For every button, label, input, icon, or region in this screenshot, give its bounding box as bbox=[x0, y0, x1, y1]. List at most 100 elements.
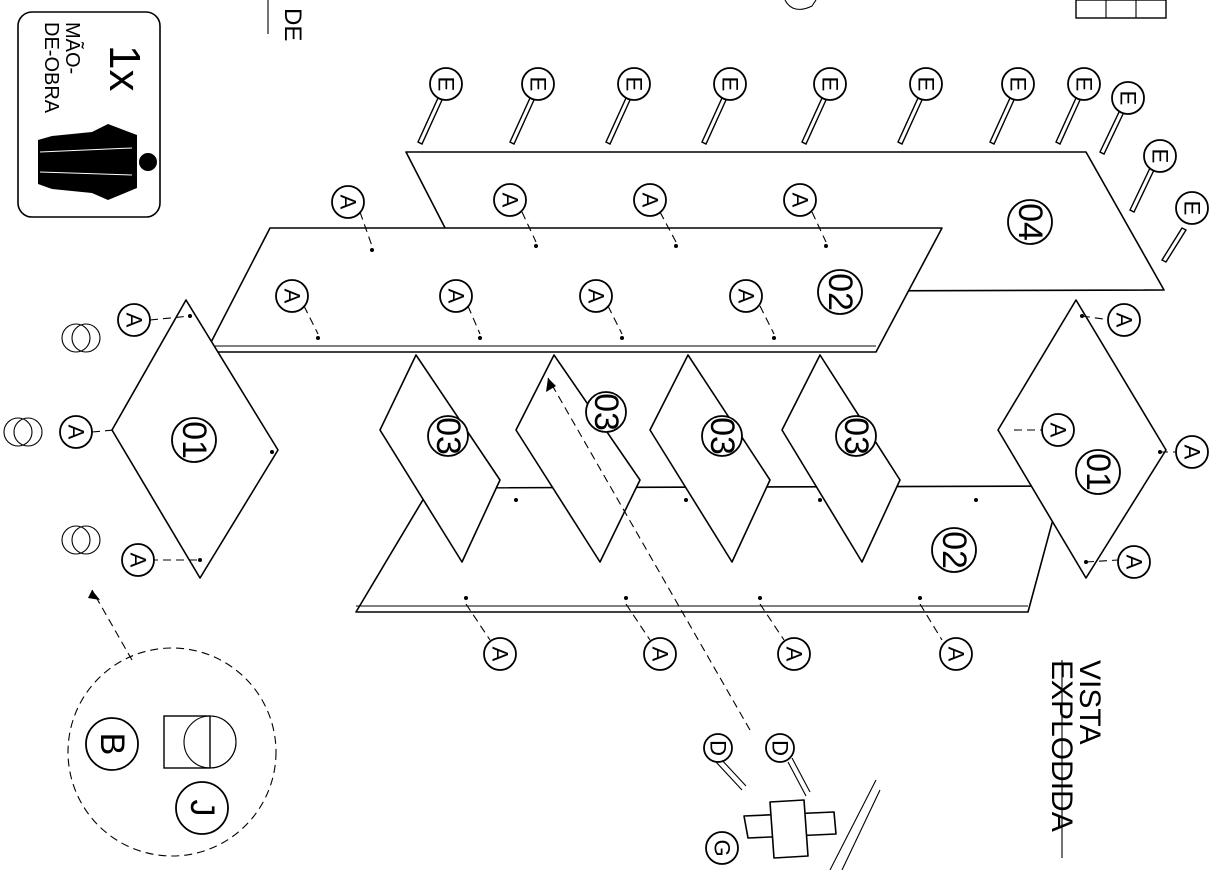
callout-e: E bbox=[713, 67, 747, 101]
part-label-01-text: 01 bbox=[175, 421, 213, 459]
callout-d: D bbox=[703, 733, 733, 763]
callout-a: A bbox=[729, 279, 763, 313]
callout-e-text: E bbox=[434, 77, 459, 92]
worker-figure-icon bbox=[38, 124, 157, 200]
partial-table bbox=[1075, 0, 1167, 19]
part-label-03: 03 bbox=[701, 415, 743, 457]
callout-a: A bbox=[579, 279, 613, 313]
top-cut-text: DE bbox=[279, 8, 306, 41]
part-label-03-text: 03 bbox=[837, 417, 875, 455]
labor-badge: 1x MÃO- DE-OBRA bbox=[17, 11, 161, 218]
callout-a: A bbox=[483, 637, 517, 671]
callout-a-text: A bbox=[498, 193, 523, 208]
callout-a-text: A bbox=[648, 647, 673, 662]
part-label-02-text: 02 bbox=[935, 531, 973, 569]
hinge-assembly-g bbox=[715, 757, 881, 870]
labor-label-line2: DE-OBRA bbox=[40, 22, 62, 114]
labor-label-line1: MÃO- bbox=[61, 22, 85, 74]
callout-a-text: A bbox=[488, 647, 513, 662]
callout-a-text: A bbox=[1112, 313, 1137, 328]
callout-a-text: A bbox=[126, 553, 151, 568]
callout-g-text: G bbox=[710, 839, 735, 856]
callout-a: A bbox=[331, 185, 365, 219]
callout-a: A bbox=[1041, 413, 1075, 447]
view-title: VISTA EXPLODIDA bbox=[1045, 660, 1106, 858]
callout-j-text: J bbox=[183, 800, 221, 817]
callout-a: A bbox=[783, 183, 817, 217]
callout-g: G bbox=[705, 831, 739, 865]
callout-a: A bbox=[439, 279, 473, 313]
callout-e-text: E bbox=[526, 77, 551, 92]
callout-d: D bbox=[765, 733, 795, 763]
callout-a: A bbox=[633, 183, 667, 217]
screws-e bbox=[417, 97, 1188, 263]
callout-e-text: E bbox=[1116, 91, 1141, 106]
callout-e: E bbox=[429, 67, 463, 101]
callout-a-text: A bbox=[944, 647, 969, 662]
callout-e-text: E bbox=[622, 77, 647, 92]
callout-a-text: A bbox=[1122, 555, 1147, 570]
callout-e: E bbox=[909, 67, 943, 101]
part-label-02: 02 bbox=[817, 269, 863, 315]
callout-a-text: A bbox=[336, 195, 361, 210]
detail-circle bbox=[67, 589, 277, 857]
part-label-03: 03 bbox=[585, 391, 627, 433]
callout-e-text: E bbox=[818, 77, 843, 92]
callout-a-text: A bbox=[280, 289, 305, 304]
callout-e: E bbox=[813, 67, 847, 101]
callout-a: A bbox=[939, 637, 973, 671]
callout-a: A bbox=[1175, 435, 1209, 469]
callout-d-text: D bbox=[706, 740, 731, 756]
callout-e-text: E bbox=[1180, 201, 1205, 216]
callout-b-text: B bbox=[93, 733, 131, 756]
callout-a-text: A bbox=[788, 193, 813, 208]
callout-e: E bbox=[1001, 67, 1035, 101]
callout-e: E bbox=[1143, 139, 1177, 173]
part-label-04-text: 04 bbox=[1011, 203, 1049, 241]
callout-a: A bbox=[1117, 545, 1151, 579]
callout-a-text: A bbox=[1046, 423, 1071, 438]
panel-03-b bbox=[515, 354, 641, 563]
callout-a: A bbox=[1107, 303, 1141, 337]
part-label-03-text: 03 bbox=[587, 393, 625, 431]
part-label-01: 01 bbox=[1075, 449, 1121, 495]
part-label-01-text: 01 bbox=[1079, 453, 1117, 491]
labor-count: 1x bbox=[100, 45, 149, 91]
callout-e-text: E bbox=[718, 77, 743, 92]
callout-e-text: E bbox=[1006, 77, 1031, 92]
callout-e: E bbox=[521, 67, 555, 101]
part-label-04: 04 bbox=[1007, 199, 1053, 245]
part-label-03: 03 bbox=[427, 415, 469, 457]
view-title-line1: VISTA bbox=[1073, 660, 1106, 744]
callout-a-text: A bbox=[122, 313, 147, 328]
callout-e: E bbox=[1175, 191, 1209, 225]
callout-a-text: A bbox=[734, 289, 759, 304]
callout-a-text: A bbox=[782, 647, 807, 662]
callout-a-text: A bbox=[64, 425, 89, 440]
panel-03-a bbox=[379, 354, 501, 563]
callout-j: J bbox=[175, 781, 229, 835]
callout-e-text: E bbox=[1148, 149, 1173, 164]
callout-a: A bbox=[121, 543, 155, 577]
part-label-02: 02 bbox=[931, 527, 977, 573]
callout-a: A bbox=[643, 637, 677, 671]
callout-a-text: A bbox=[638, 193, 663, 208]
part-label-02-text: 02 bbox=[821, 273, 859, 311]
callout-b: B bbox=[85, 717, 139, 771]
callout-e: E bbox=[1067, 67, 1101, 101]
callout-e-text: E bbox=[1072, 77, 1097, 92]
callout-a-text: A bbox=[584, 289, 609, 304]
callout-d-text: D bbox=[768, 740, 793, 756]
panel-01-right bbox=[997, 299, 1167, 579]
cam-fittings bbox=[3, 323, 101, 555]
part-label-01: 01 bbox=[171, 417, 217, 463]
callout-a-text: A bbox=[444, 289, 469, 304]
part-label-03-text: 03 bbox=[703, 417, 741, 455]
callout-e: E bbox=[617, 67, 651, 101]
callout-a-text: A bbox=[1180, 445, 1205, 460]
part-label-03: 03 bbox=[835, 415, 877, 457]
panel-02-top bbox=[205, 227, 943, 353]
callout-a: A bbox=[275, 279, 309, 313]
